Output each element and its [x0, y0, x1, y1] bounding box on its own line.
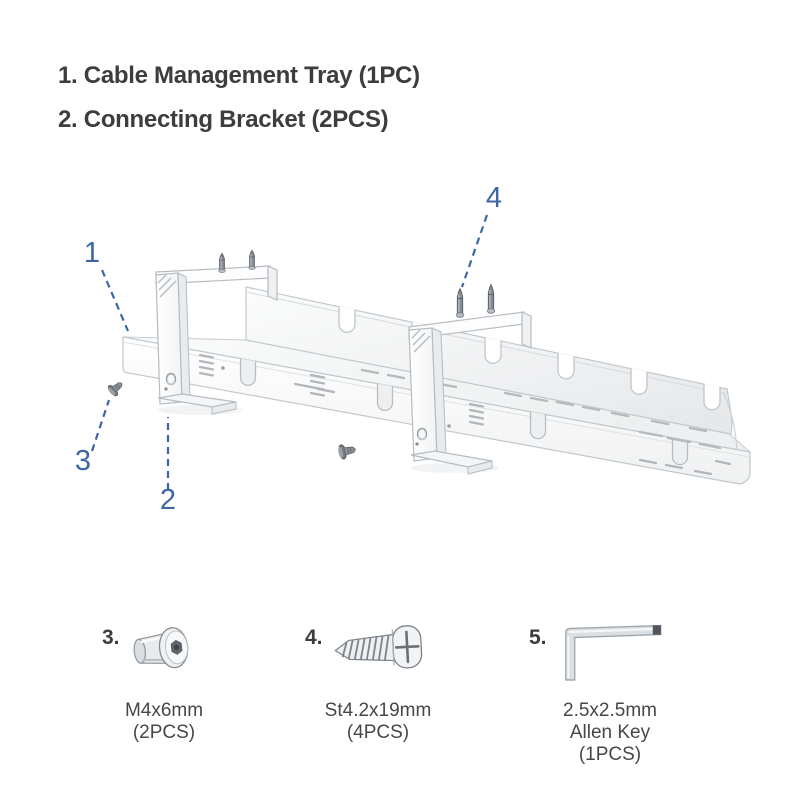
- part-item-m4-screw: 3. M4x6mm (2PCS): [84, 618, 244, 788]
- part-labels: M4x6mm (2PCS): [84, 700, 244, 744]
- callout-2: 2: [160, 484, 176, 516]
- header-item-bracket: 2. Connecting Bracket (2PCS): [58, 106, 389, 133]
- screw-icon: [334, 625, 423, 669]
- part-labels: 2.5x2.5mm Allen Key (1PCS): [520, 700, 700, 766]
- desk-screw-pin: [486, 284, 496, 314]
- front-wall-hole: [447, 424, 451, 428]
- desk-screw-pin: [218, 253, 226, 273]
- callout-1: 1: [84, 237, 100, 269]
- part-number: 5.: [529, 626, 547, 649]
- callout-line-4: [460, 214, 489, 288]
- desk-screw-pin: [455, 288, 465, 318]
- loose-screw-center: [336, 441, 358, 461]
- cable-tray-illustration: 1 2 3 4: [75, 182, 752, 516]
- callout-line-1: [100, 269, 130, 332]
- part-spec: St4.2x19mm: [324, 700, 432, 721]
- connecting-bracket-right: [408, 284, 532, 475]
- part-number: 4.: [305, 626, 323, 649]
- bracket-bend-reliefs: [157, 274, 177, 298]
- part-item-st-screw: 4. St4.2x19mm (4PCS): [293, 618, 463, 788]
- callout-4: 4: [486, 182, 502, 214]
- part-qty: (2PCS): [132, 722, 196, 743]
- part-number: 3.: [102, 626, 120, 649]
- part-labels: St4.2x19mm (4PCS): [293, 700, 463, 744]
- allen-key-icon: [565, 624, 662, 681]
- sleeve-nut-icon: [133, 627, 189, 669]
- front-wall-hole: [221, 366, 225, 370]
- part-spec-2: Allen Key: [569, 722, 651, 743]
- callout-line-3: [90, 399, 111, 452]
- part-spec: 2.5x2.5mm: [563, 700, 657, 721]
- loose-screw-left: [105, 377, 127, 399]
- front-wall-cable-slots: [239, 358, 689, 466]
- front-wall-perforations: [198, 353, 732, 476]
- part-qty: (4PCS): [346, 722, 410, 743]
- bracket-bend-reliefs: [411, 329, 431, 353]
- connecting-bracket-left: [155, 250, 278, 415]
- desk-screw-pin: [248, 250, 256, 270]
- callout-3: 3: [75, 445, 91, 477]
- part-item-allen-key: 5. 2.5x2.5mm Allen Key (1PCS): [520, 618, 700, 788]
- callouts: 1 2 3 4: [75, 182, 502, 516]
- header-item-tray: 1. Cable Management Tray (1PC): [58, 62, 420, 89]
- part-spec: M4x6mm: [124, 700, 204, 721]
- part-qty: (1PCS): [578, 744, 642, 765]
